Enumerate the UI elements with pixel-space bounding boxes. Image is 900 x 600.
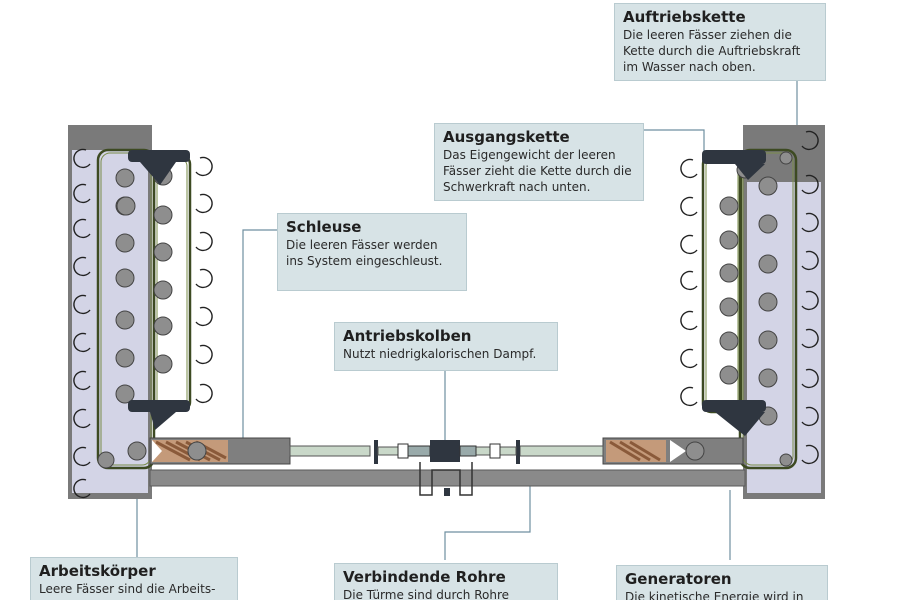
callout-text: Leere Fässer sind die Arbeits- bbox=[39, 582, 216, 596]
barrel bbox=[115, 384, 135, 404]
barrel bbox=[758, 254, 778, 274]
chain-hook bbox=[801, 290, 819, 311]
chain-hook bbox=[73, 148, 91, 169]
barrel bbox=[153, 242, 173, 262]
chain-hook bbox=[73, 183, 91, 204]
left-top-bracket bbox=[128, 150, 190, 185]
chain-hook bbox=[73, 478, 91, 499]
barrel bbox=[116, 196, 136, 216]
barrel bbox=[115, 268, 135, 288]
chain-hook bbox=[680, 386, 698, 407]
chain-hook bbox=[195, 268, 213, 289]
right-bottom-bracket bbox=[702, 400, 766, 436]
callout-schleuse: Schleuse Die leeren Fässer werden ins Sy… bbox=[277, 213, 467, 291]
barrel bbox=[758, 368, 778, 388]
chain-hook bbox=[73, 408, 91, 429]
chain-hook bbox=[680, 348, 698, 369]
chain-hook bbox=[801, 130, 819, 151]
barrel bbox=[153, 316, 173, 336]
chain-hook bbox=[680, 234, 698, 255]
barrel bbox=[719, 365, 739, 385]
callout-text: Das Eigengewicht der leeren Fässer zieht… bbox=[443, 148, 632, 194]
callout-ausgangskette: Ausgangskette Das Eigengewicht der leere… bbox=[434, 123, 644, 201]
callout-text: Nutzt niedrigkalorischen Dampf. bbox=[343, 347, 537, 361]
chain-hook bbox=[195, 231, 213, 252]
callout-title: Auftriebskette bbox=[623, 8, 746, 26]
barrels bbox=[115, 161, 778, 426]
callout-title: Ausgangskette bbox=[443, 128, 570, 146]
callout-text: Die leeren Fässer werden ins System eing… bbox=[286, 238, 443, 268]
chain-hook bbox=[680, 158, 698, 179]
chain-hook bbox=[801, 406, 819, 427]
barrel bbox=[719, 263, 739, 283]
left-bottom-bracket bbox=[128, 400, 190, 430]
barrel bbox=[719, 230, 739, 250]
chain-hook bbox=[801, 328, 819, 349]
barrel bbox=[153, 205, 173, 225]
chain-hook bbox=[73, 446, 91, 467]
callout-title: Schleuse bbox=[286, 218, 362, 236]
chain-hook bbox=[801, 174, 819, 195]
right-buoyancy-chain bbox=[738, 148, 798, 470]
left-lock bbox=[127, 437, 291, 465]
callout-title: Antriebskolben bbox=[343, 327, 472, 345]
callout-title: Verbindende Rohre bbox=[343, 568, 506, 586]
barrel bbox=[758, 330, 778, 350]
barrel bbox=[115, 168, 135, 188]
right-tower bbox=[743, 125, 825, 499]
right-top-bracket bbox=[702, 150, 766, 180]
chain-hook bbox=[73, 332, 91, 353]
chain-hook bbox=[801, 368, 819, 389]
chain-hook bbox=[195, 383, 213, 404]
chain-hook bbox=[680, 270, 698, 291]
barrel bbox=[758, 214, 778, 234]
callout-auftriebskette: Auftriebskette Die leeren Fässer ziehen … bbox=[614, 3, 826, 81]
barrel bbox=[115, 233, 135, 253]
barrel bbox=[115, 348, 135, 368]
chain-hooks bbox=[73, 130, 819, 499]
barrel bbox=[719, 297, 739, 317]
callout-antriebskolben: Antriebskolben Nutzt niedrigkalorischen … bbox=[334, 322, 558, 371]
chain-hook bbox=[680, 196, 698, 217]
chain-hook bbox=[73, 218, 91, 239]
barrel bbox=[758, 176, 778, 196]
callout-text: Die kinetische Energie wird in bbox=[625, 590, 804, 600]
right-lock bbox=[602, 437, 744, 465]
barrel bbox=[153, 354, 173, 374]
drive-piston bbox=[289, 440, 604, 496]
chain-hook bbox=[195, 344, 213, 365]
callout-title: Arbeitskörper bbox=[39, 562, 156, 580]
chain-hook bbox=[195, 193, 213, 214]
chain-hook bbox=[801, 250, 819, 271]
chain-hook bbox=[195, 306, 213, 327]
chain-hook bbox=[801, 444, 819, 465]
chain-hook bbox=[73, 370, 91, 391]
chain-hook bbox=[73, 256, 91, 277]
barrel bbox=[115, 310, 135, 330]
barrel bbox=[719, 331, 739, 351]
callout-rohre: Verbindende Rohre Die Türme sind durch R… bbox=[334, 563, 558, 600]
callout-text: Die Türme sind durch Rohre bbox=[343, 588, 510, 600]
barrel bbox=[719, 196, 739, 216]
chain-hook bbox=[680, 310, 698, 331]
chain-hook bbox=[73, 294, 91, 315]
connecting-pipe bbox=[149, 469, 746, 487]
callout-text: Die leeren Fässer ziehen die Kette durch… bbox=[623, 28, 801, 74]
barrel bbox=[153, 280, 173, 300]
chain-hook bbox=[801, 212, 819, 233]
chain-hook bbox=[195, 156, 213, 177]
callout-generatoren: Generatoren Die kinetische Energie wird … bbox=[616, 565, 828, 600]
barrel bbox=[758, 292, 778, 312]
callout-title: Generatoren bbox=[625, 570, 732, 588]
callout-arbeitskoerper: Arbeitskörper Leere Fässer sind die Arbe… bbox=[30, 557, 238, 600]
